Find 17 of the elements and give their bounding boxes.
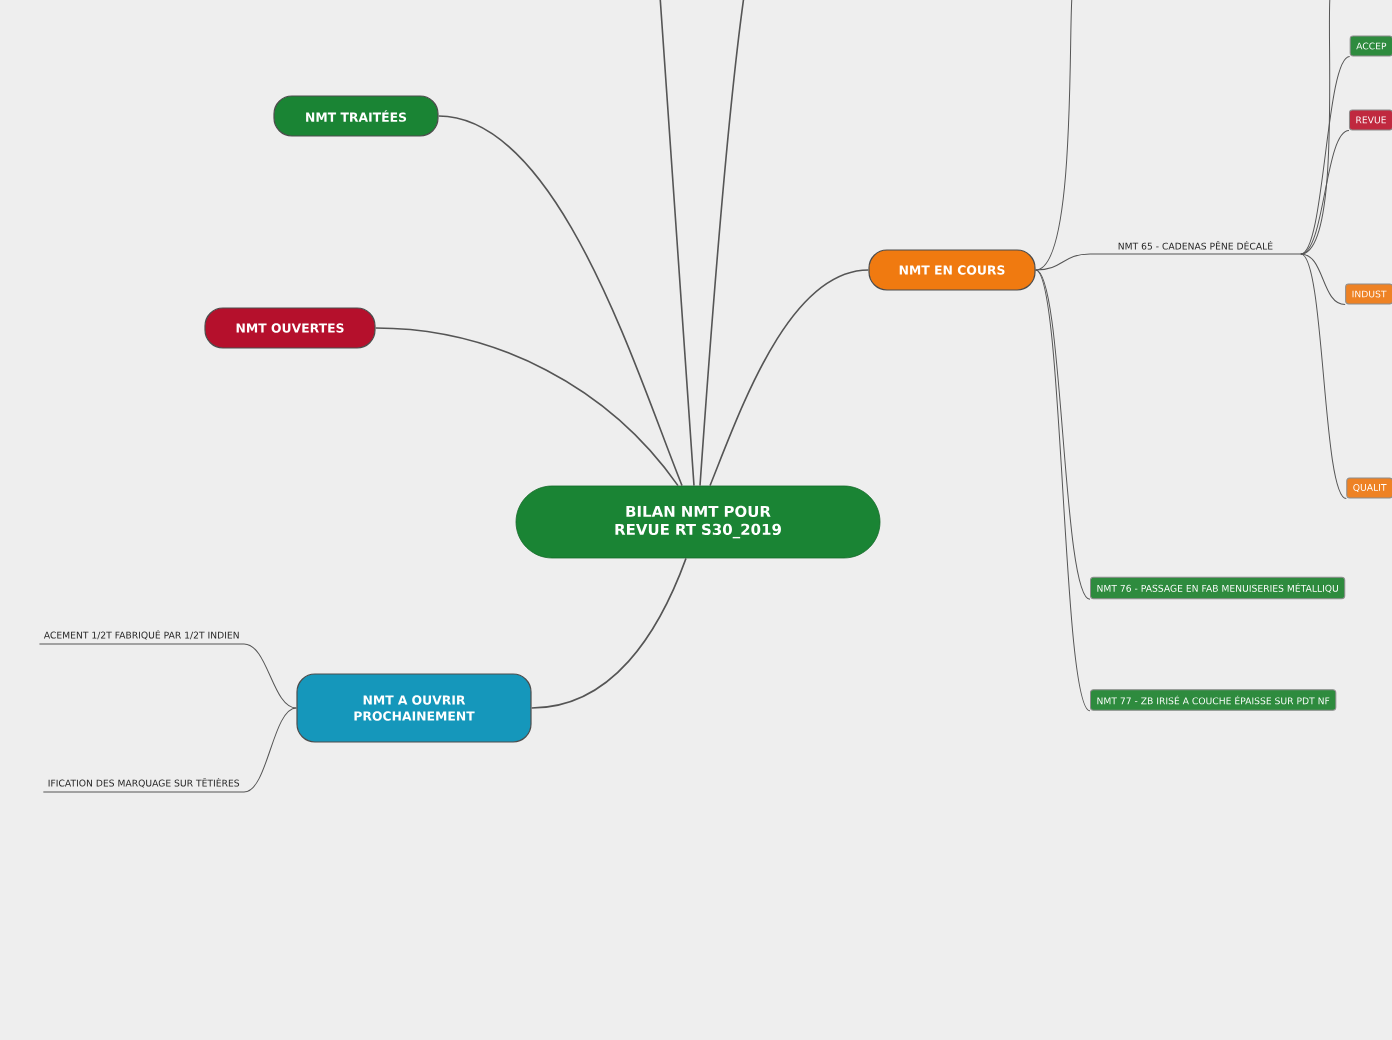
connector — [243, 707, 297, 793]
connector — [699, 0, 745, 487]
connector — [1300, 130, 1350, 255]
connector — [1035, 0, 1073, 271]
connector — [659, 0, 695, 487]
connector — [1035, 269, 1091, 600]
connector — [709, 269, 870, 487]
connector — [1300, 253, 1346, 305]
connector — [1300, 253, 1347, 499]
connector — [1035, 269, 1091, 712]
connector — [243, 643, 297, 709]
connector — [1300, 56, 1351, 255]
connector — [437, 115, 683, 487]
connector — [1300, 0, 1331, 255]
connector — [374, 327, 679, 487]
connector — [530, 557, 687, 709]
connector — [1035, 253, 1091, 271]
